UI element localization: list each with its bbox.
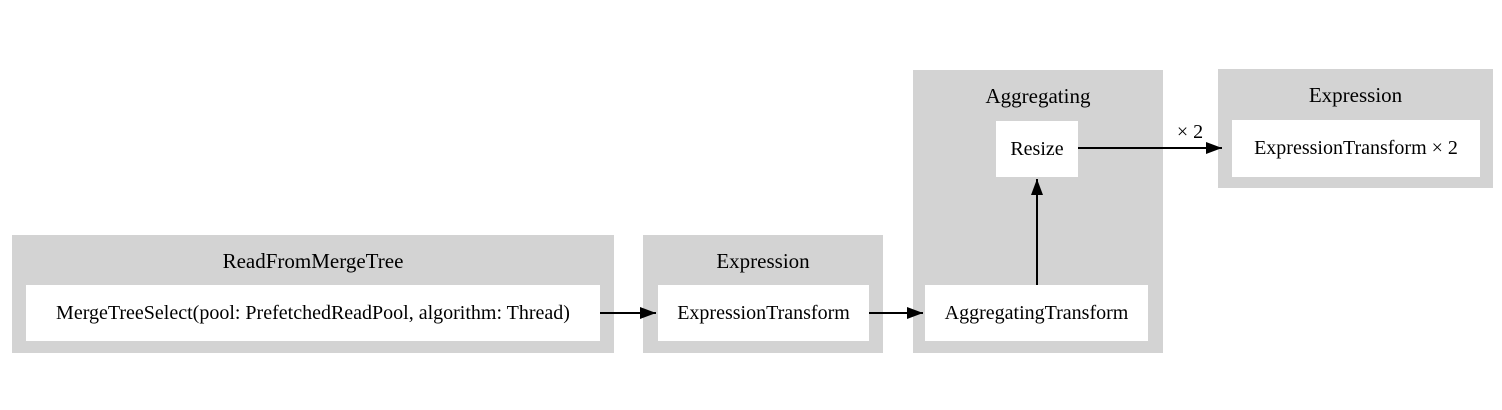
cluster-title: ReadFromMergeTree — [222, 249, 404, 273]
node-aggregating-transform: AggregatingTransform — [925, 285, 1148, 341]
cluster-title: Aggregating — [985, 84, 1091, 108]
edge-multiplicity-label: × 2 — [1176, 121, 1204, 143]
cluster-title: Expression — [716, 249, 810, 273]
node-merge-tree-select: MergeTreeSelect(pool: PrefetchedReadPool… — [26, 285, 600, 341]
node-expression-transform: ExpressionTransform — [658, 285, 869, 341]
cluster-title: Expression — [1308, 83, 1403, 107]
node-resize: Resize — [996, 121, 1078, 177]
node-expression-transform-x2: ExpressionTransform × 2 — [1232, 120, 1480, 177]
